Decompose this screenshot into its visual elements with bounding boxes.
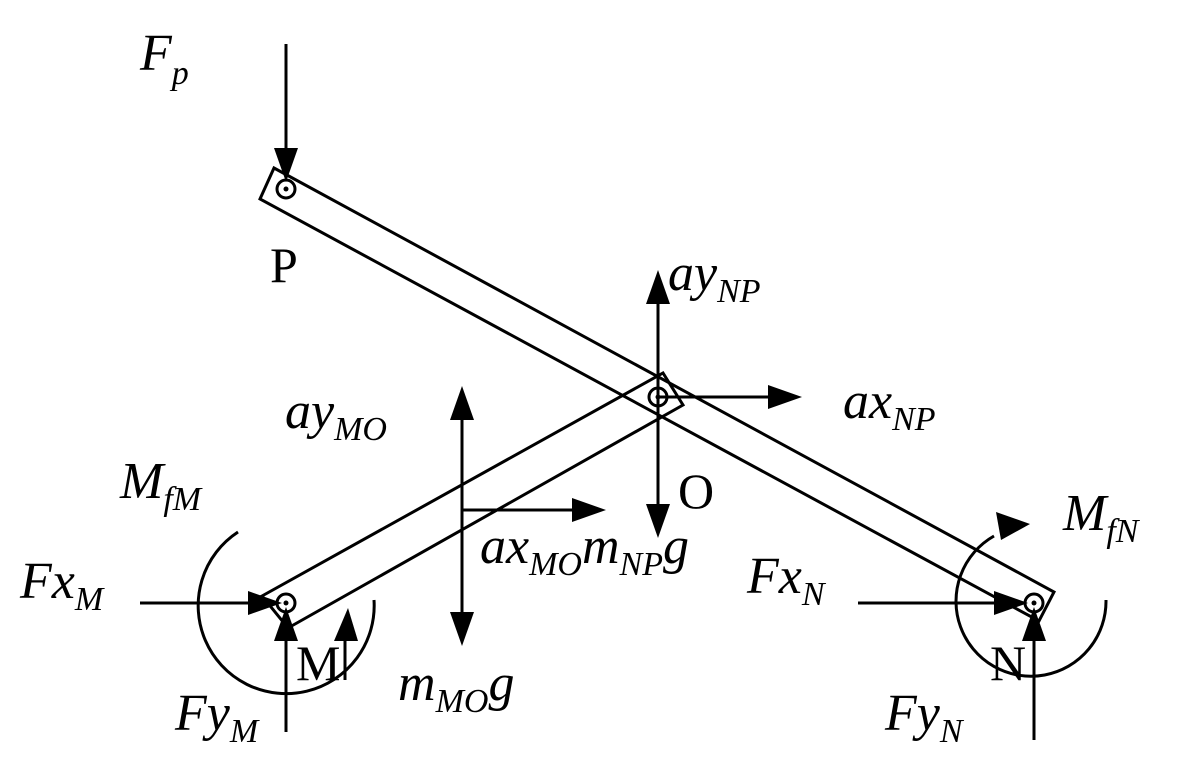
arrow-Fy-M — [274, 607, 298, 732]
label-MfN: MfN — [1062, 485, 1141, 550]
label-O: O — [678, 463, 714, 519]
arrow-Fx-N — [858, 591, 1028, 615]
label-Fy-M: FyM — [174, 685, 260, 750]
arrow-ay-MO — [450, 386, 474, 510]
label-ay-NP: ayNP — [668, 245, 761, 310]
bar-MO — [259, 370, 686, 630]
label-Fx-M: FxM — [19, 553, 105, 618]
label-ax-NP: axNP — [843, 373, 936, 438]
moment-arc-M — [196, 530, 376, 696]
arrow-Fy-N — [1022, 607, 1046, 740]
label-Fx-N: FxN — [746, 548, 827, 613]
moment-arc-N — [954, 512, 1108, 678]
arrow-Fx-M — [140, 591, 282, 615]
label-Fp: Fp — [139, 25, 189, 92]
arrow-bar-MO-small — [334, 608, 358, 680]
joint-P — [275, 178, 297, 200]
label-MfM: MfM — [119, 453, 203, 518]
label-P: P — [270, 237, 298, 293]
label-N: N — [990, 635, 1026, 691]
label-mMOg: mMOg — [398, 655, 514, 720]
arrow-ax-MO — [462, 498, 606, 522]
arrow-ay-NP — [646, 270, 670, 397]
bar-NP — [258, 165, 1057, 624]
arrow-Fp — [274, 44, 298, 182]
arrow-mMOg — [450, 510, 474, 646]
arrow-mNPg — [646, 397, 670, 538]
label-ay-MO: ayMO — [285, 383, 387, 448]
arrow-ax-NP — [658, 385, 802, 409]
label-Fy-N: FyN — [884, 685, 965, 750]
label-M: M — [296, 635, 340, 691]
label-ax-MO-mNPg: axMOmNPg — [480, 518, 689, 583]
